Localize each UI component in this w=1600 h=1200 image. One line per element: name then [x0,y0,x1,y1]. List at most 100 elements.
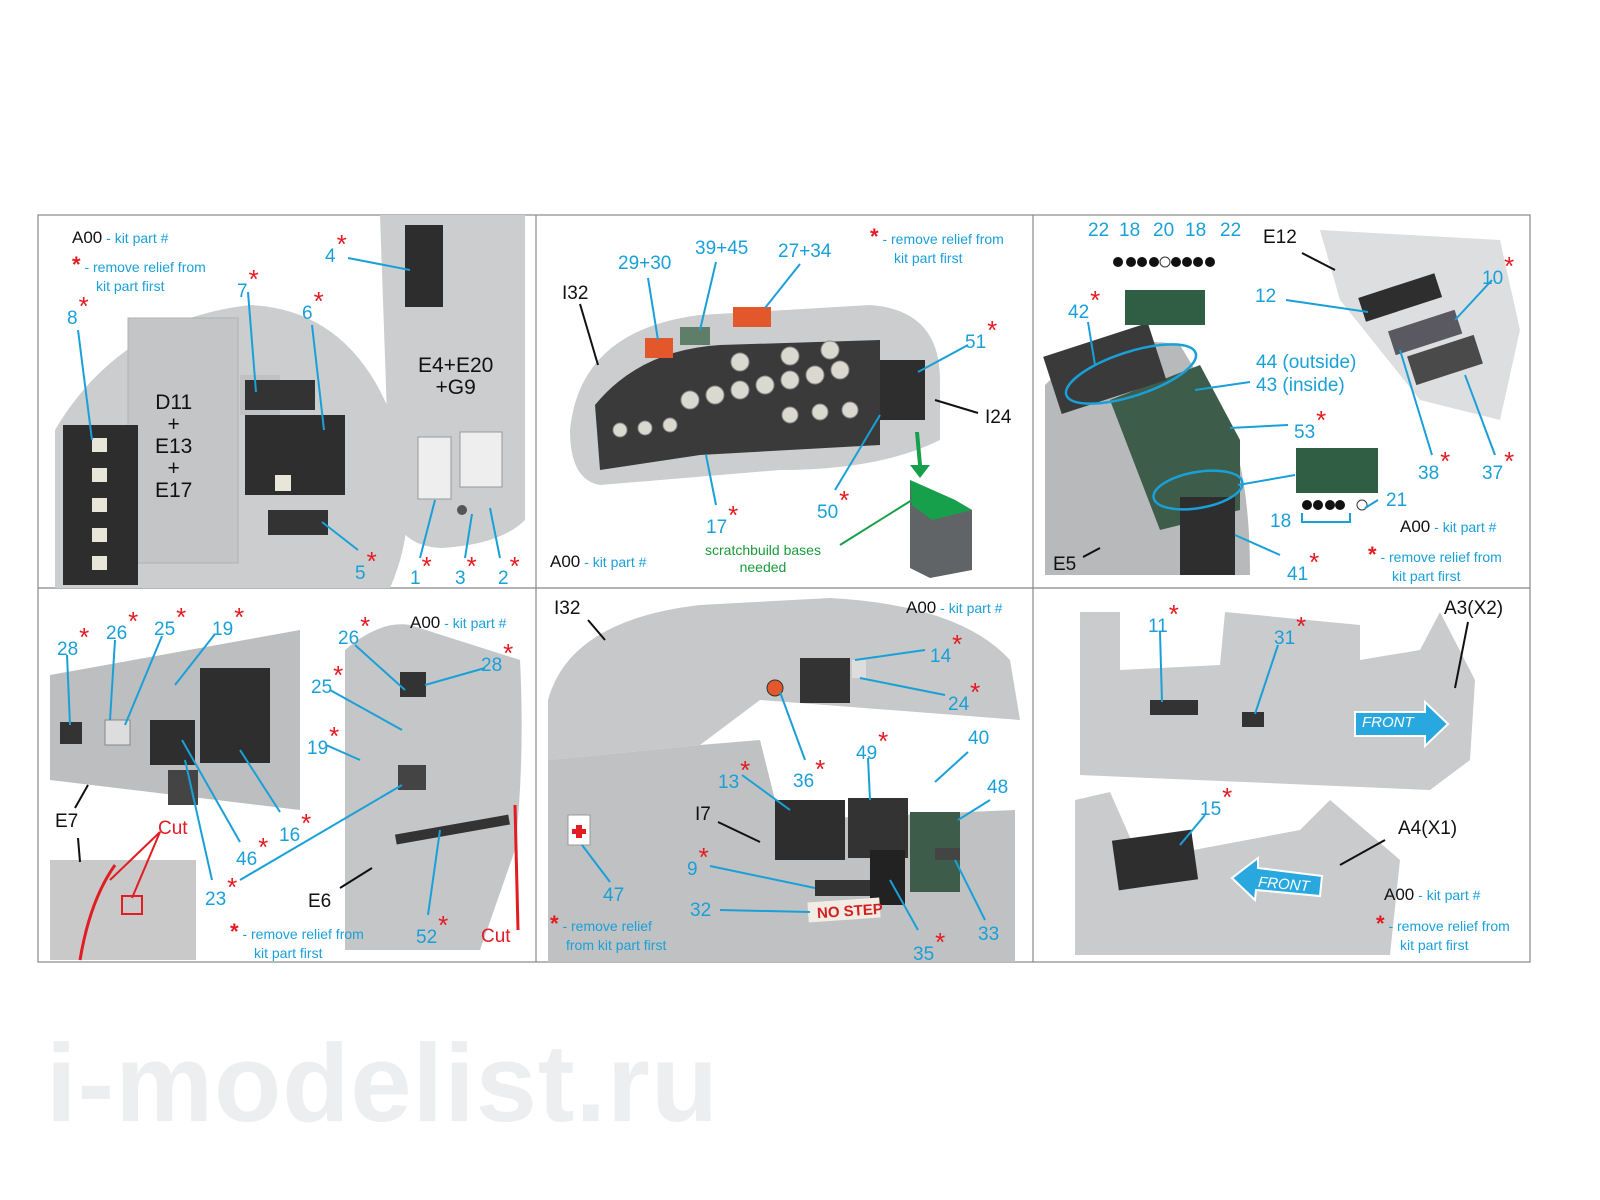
ref-label: E6 [308,891,332,912]
lever-label: 44 (outside) [1256,352,1357,373]
part-label: 50 [817,496,848,522]
front-arrow-label: FRONT [1362,714,1414,731]
legend-kit-part: A00 - kit part # [906,598,1002,618]
part-label: 24 [948,688,979,714]
assembly-line: D11 [155,391,193,414]
part-label: 25 [154,613,185,639]
panel1-leaders [77,257,501,559]
legend-kit-text: - kit part # [1418,887,1481,903]
part-label: 28 [57,633,88,659]
panel6-ref-lines [1339,621,1469,866]
panel4-cut-leaders [109,831,161,899]
legend-kit-code: A00 [410,613,441,632]
panel1-parts [55,215,525,588]
legend-kit-code: A00 [72,228,103,247]
part-label: 52 [416,921,447,947]
panel2-leaders [647,261,969,506]
panel2-ref-lines [579,303,979,414]
part-label: 17 [706,511,737,537]
part-label: 13 [718,766,749,792]
legend-kit-part: A00 - kit part # [410,613,506,633]
assembly-line: E4+E20 [418,354,494,377]
part-label: 32 [690,900,712,921]
legend-relief-text-2: kit part first [254,945,323,962]
legend-kit-part: A00 - kit part # [1400,517,1496,537]
legend-kit-code: A00 [1384,885,1415,904]
legend-relief-text: - remove relief from [242,926,364,942]
legend-kit-part: A00 - kit part # [1384,885,1480,905]
part-label: 47 [603,885,625,906]
legend-relief-text-2: kit part first [894,250,963,267]
panel6-leaders [1159,631,1279,846]
ref-label: I32 [554,598,581,619]
part-label: 8 [67,302,88,328]
legend-kit-text: - kit part # [106,230,169,246]
part-label: 27+34 [778,241,832,262]
assembly-line: +G9 [435,376,476,400]
note-line: needed [739,558,787,575]
panel4-ref-lines [74,784,373,889]
part-label: 49 [856,737,887,763]
part-label: 26 [338,622,369,648]
ref-label: I7 [695,804,711,825]
part-label: 4 [325,240,346,266]
panel2-parts [570,305,972,578]
ref-label: I24 [985,407,1012,428]
legend-kit-part: A00 - kit part # [72,228,168,248]
part-label: 31 [1274,622,1305,648]
part-label: 41 [1287,558,1318,584]
part-label: 23 [205,883,236,909]
part-label: 38 [1418,457,1449,483]
legend-relief-text-2: kit part first [96,278,165,295]
part-label: 18 [1119,220,1141,241]
part-label: 5 [355,557,376,583]
part-label: 37 [1482,457,1513,483]
legend-kit-part: A00 - kit part # [550,552,646,572]
star-icon: * [870,224,879,249]
part-label: 16 [279,819,310,845]
part-label: 11 [1148,610,1178,636]
panel3-ref-lines [1082,252,1336,558]
part-label: 6 [302,297,323,323]
legend-relief-text-2: kit part first [1392,568,1461,585]
ref-label: E7 [55,811,79,832]
part-label: 22 [1220,220,1242,241]
legend-kit-code: A00 [1400,517,1431,536]
part-label: 53 [1294,416,1325,442]
star-icon: * [230,919,239,944]
watermark: i-modelist.ru [46,1022,720,1145]
part-label: 21 [1386,490,1408,511]
assembly-e4-e20-g9: E4+E20 +G9 [418,354,494,400]
note-line: scratchbuild bases [705,542,821,558]
panel5-leaders [581,649,991,931]
part-label: 18 [1185,220,1207,241]
part-label: 1 [410,562,431,588]
panel6-parts [1075,612,1475,955]
panel3-parts [1043,230,1520,575]
part-label: 28 [481,649,512,675]
part-label: 22 [1088,220,1110,241]
part-label: 18 [1270,511,1292,532]
part-label: 14 [930,640,961,666]
legend-relief-text-2: kit part first [1400,937,1469,954]
legend-kit-text: - kit part # [444,615,507,631]
ref-label: A4(X1) [1398,818,1458,839]
panel4-parts [50,624,522,961]
legend-kit-code: A00 [550,552,581,571]
part-label: 19 [212,613,243,639]
scratchbuild-leader [839,499,913,546]
part-label: 46 [236,843,267,869]
part-label: 12 [1255,286,1277,307]
part-label: 15 [1200,793,1231,819]
lever-label: 43 (inside) [1256,375,1345,396]
part-label: 39+45 [695,238,749,259]
ref-label: E12 [1263,227,1297,248]
legend-kit-text: - kit part # [940,600,1003,616]
assembly-d11-e13-e17: D11 + E13 + E17 [155,391,193,502]
part-label: 9 [687,853,708,879]
